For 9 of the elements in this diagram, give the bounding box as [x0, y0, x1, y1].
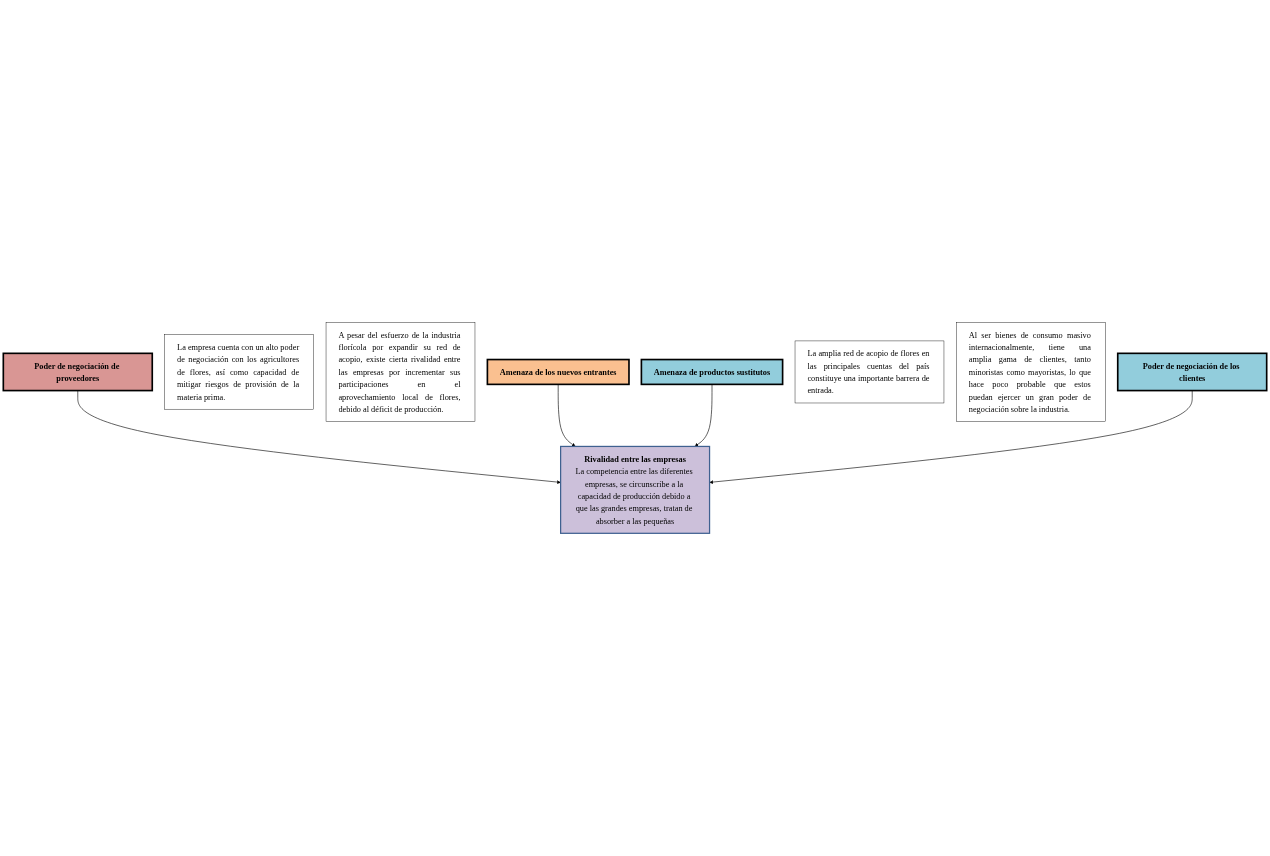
node-box: Poder de negociación de proveedores [2, 352, 154, 392]
node-box: Poder de negociación de los clientes [1116, 352, 1268, 392]
node-box: Al ser bienes de consumo masivo internacionalmente, tiene una amplia gama de clientes, tanto minoristas como mayoristas, lo que hace poco probable que estos puedan ejercer un gran poder de negociación sobre la industria. [956, 322, 1106, 422]
node-box: Rivalidad entre las empresas La competencia entre las diferentes empresas, se circunscribe a la capacidad de producción debido a que las grandes empresas, tratan de absorber a las pequeñas [560, 446, 711, 535]
node-box: La amplia red de acopio de flores en las principales cuentas del país constituye una importante barrera de entrada. [794, 340, 945, 404]
node-box: La empresa cuenta con un alto poder de negociación con los agricultores de flores, así como capacidad de mitigar riesgos de provisión de la materia prima. [164, 334, 314, 410]
node-box: Amenaza de los nuevos entrantes [486, 358, 630, 386]
node-box: Amenaza de productos sustitutos [640, 358, 784, 386]
node-box: A pesar del esfuerzo de la industria florícola por expandir su red de acopio, existe cierta rivalidad entre las empresas por incrementar sus participaciones en el aprovechamiento local de flores, debido al déficit de producción. [325, 322, 476, 422]
